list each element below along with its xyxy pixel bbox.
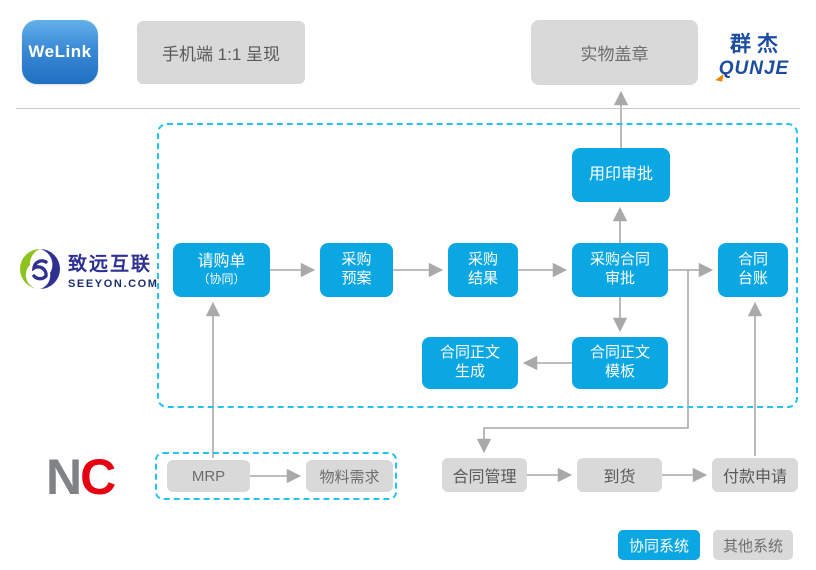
node-arrival: 到货 <box>577 458 662 492</box>
welink-logo: WeLink <box>22 20 98 84</box>
node-label: 预案 <box>341 270 372 287</box>
node-seal-approval: 用印审批 <box>572 148 670 202</box>
seeyon-system-region <box>157 123 798 408</box>
qunje-orange-accent-icon <box>715 72 724 82</box>
qunje-logo-en: QUNJE <box>710 58 798 82</box>
qunje-logo-cn: 群杰 <box>730 33 784 56</box>
node-purchase-plan: 采购 预案 <box>320 243 393 297</box>
node-label: 采购 <box>467 251 498 269</box>
node-sublabel: （协同） <box>197 272 246 287</box>
nc-system-region <box>155 452 397 500</box>
node-label: 结果 <box>467 270 498 287</box>
node-label: 请购单 <box>197 253 246 271</box>
node-label: 生成 <box>454 363 485 380</box>
seeyon-logo-en: SEEYON.COM <box>68 277 159 290</box>
node-label: 合同正文 <box>439 344 500 362</box>
nc-logo-n: N <box>46 449 82 505</box>
node-mrp: MRP <box>167 460 250 492</box>
node-material-demand: 物料需求 <box>306 460 393 492</box>
node-contract-text-generate: 合同正文 生成 <box>422 337 518 389</box>
seeyon-logo-cn: 致远互联 <box>68 253 153 275</box>
legend-other-system: 其他系统 <box>713 530 793 560</box>
physical-seal-box: 实物盖章 <box>531 20 698 85</box>
node-label: 合同正文 <box>589 344 650 362</box>
qunje-logo: 群杰 QUNJE <box>710 28 798 82</box>
mobile-note-box: 手机端 1:1 呈现 <box>137 21 305 84</box>
node-label: 审批 <box>604 270 635 287</box>
nc-logo: NC <box>46 449 116 505</box>
node-contract-manage: 合同管理 <box>442 458 527 492</box>
node-purchase-result: 采购 结果 <box>448 243 518 297</box>
node-label: 采购 <box>341 251 372 269</box>
seeyon-logo: 致远互联 SEEYON.COM <box>18 247 159 291</box>
node-label: 采购合同 <box>589 251 650 269</box>
node-contract-text-template: 合同正文 模板 <box>572 337 668 389</box>
node-contract-approval: 采购合同 审批 <box>572 243 668 297</box>
node-label: 台账 <box>737 270 768 287</box>
node-purchase-request: 请购单 （协同） <box>173 243 270 297</box>
nc-logo-c: C <box>80 449 116 505</box>
node-payment-request: 付款申请 <box>712 458 798 492</box>
node-contract-ledger: 合同 台账 <box>718 243 788 297</box>
seeyon-swirl-icon <box>20 249 60 290</box>
node-label: 模板 <box>604 363 635 380</box>
node-label: 合同 <box>737 251 768 269</box>
divider-line <box>16 108 800 109</box>
legend-collab-system: 协同系统 <box>618 530 700 560</box>
